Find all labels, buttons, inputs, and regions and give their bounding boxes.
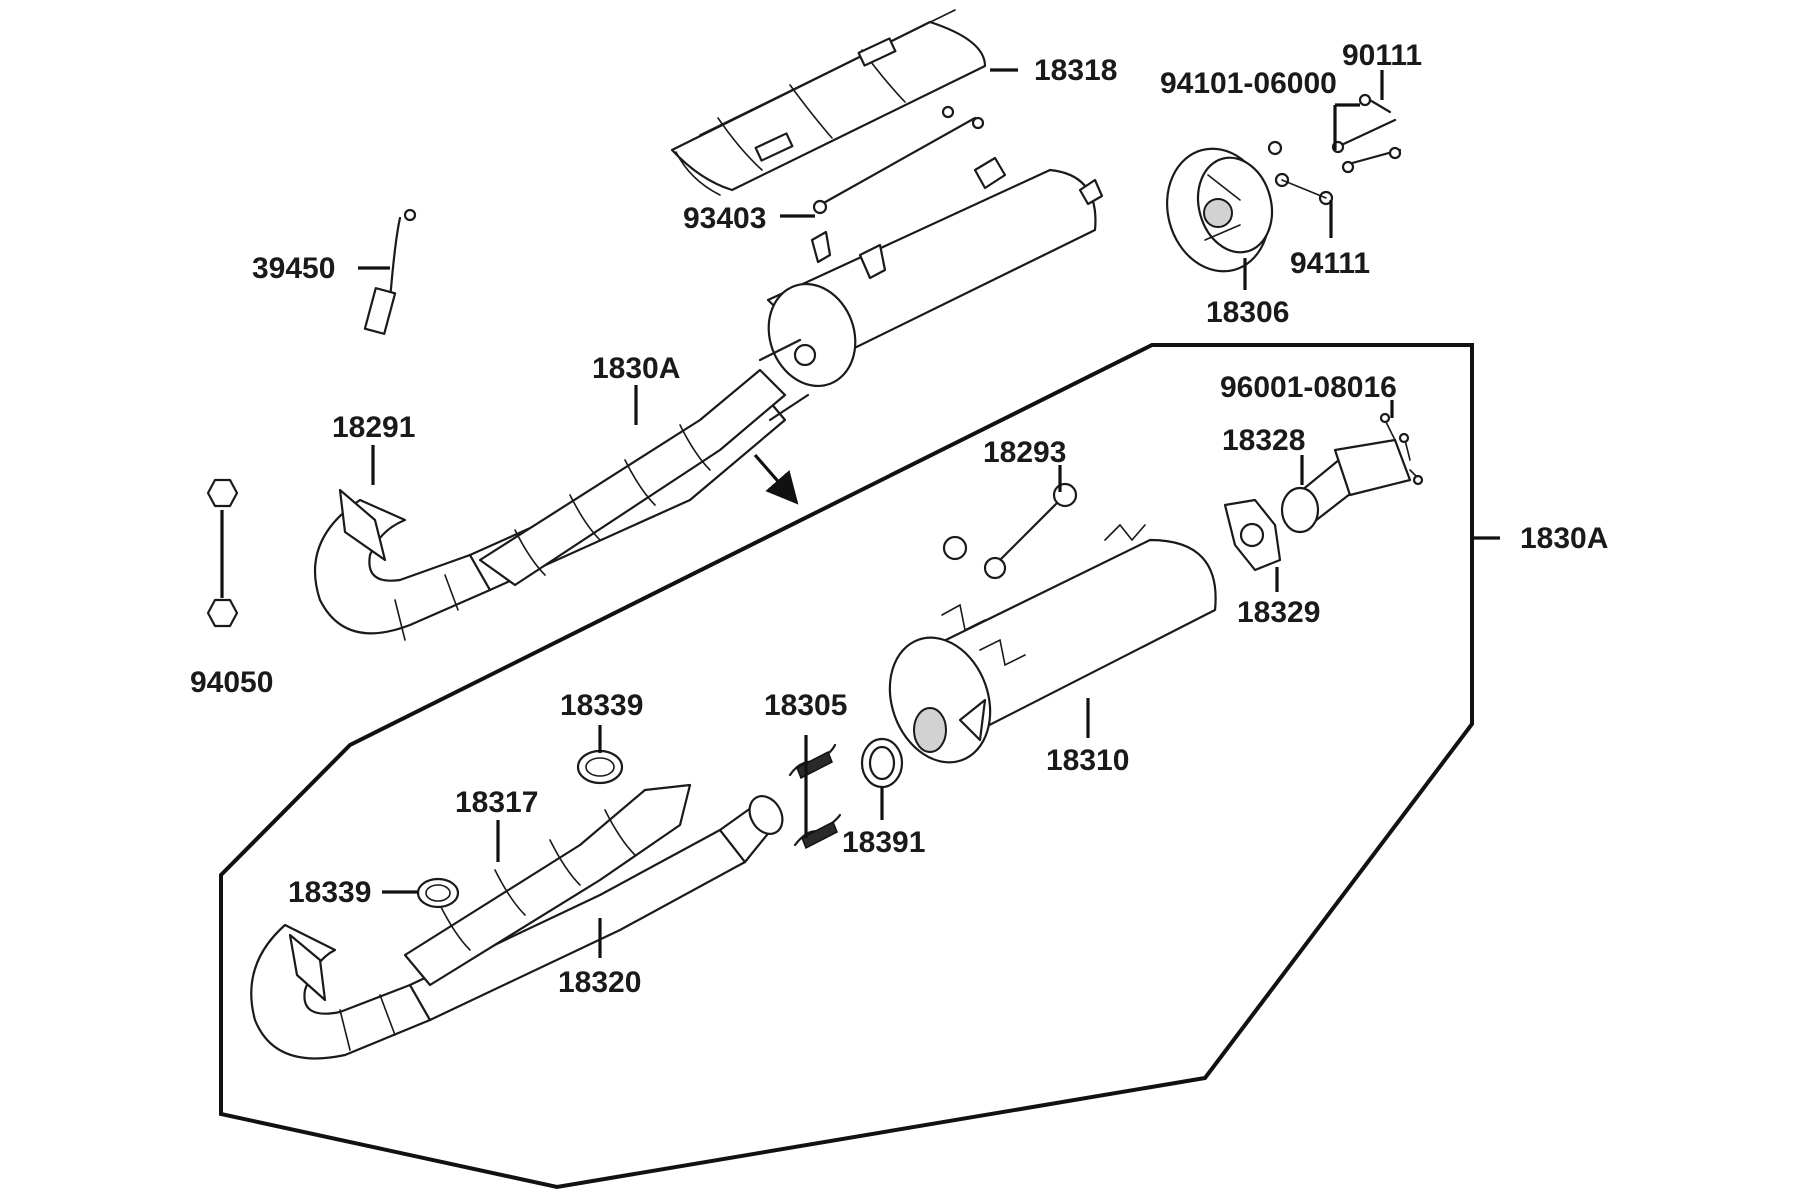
label-18328: 18328 (1222, 424, 1305, 457)
label-94101-06000: 94101-06000 (1160, 67, 1337, 100)
assembly-1830A-outline (219, 343, 1474, 1190)
label-18339-top: 18339 (560, 689, 643, 722)
flange-18328 (1280, 438, 1412, 534)
label-18318: 18318 (1034, 54, 1117, 87)
clamp-93403 (812, 105, 985, 215)
label-94111: 94111 (1290, 247, 1370, 280)
bolts-90111 (1331, 93, 1402, 174)
label-18317: 18317 (455, 786, 538, 819)
label-18293: 18293 (983, 436, 1066, 469)
springs-18305 (788, 735, 842, 850)
clamp-18339-left (416, 877, 460, 909)
label-18329: 18329 (1237, 596, 1320, 629)
label-39450: 39450 (252, 252, 335, 285)
oxygen-sensor-39450 (363, 208, 417, 335)
label-18320: 18320 (558, 966, 641, 999)
label-93403: 93403 (683, 202, 766, 235)
label-18306: 18306 (1206, 296, 1289, 329)
header-pipe-18320 (250, 795, 784, 1060)
heat-guard-18317 (403, 783, 692, 987)
nuts-94050 (206, 478, 239, 628)
washers-94111 (1267, 140, 1334, 206)
label-96001-08016: 96001-08016 (1220, 371, 1397, 404)
clamp-18339-top (576, 749, 624, 785)
gasket-ring-18391 (860, 737, 904, 789)
label-18391: 18391 (842, 826, 925, 859)
muffler-assembled (766, 156, 1104, 388)
stay-18293 (942, 482, 1078, 580)
bolts-96001-08016 (1379, 412, 1424, 486)
muffler-18310 (888, 523, 1217, 764)
leader-lines (358, 68, 1500, 958)
label-90111: 90111 (1342, 39, 1422, 72)
label-18310: 18310 (1046, 744, 1129, 777)
label-1830A-top: 1830A (592, 352, 680, 385)
label-18291: 18291 (332, 411, 415, 444)
end-cap-18306 (1166, 147, 1274, 273)
heat-shield-18318 (670, 9, 987, 196)
label-18305: 18305 (764, 689, 847, 722)
joint-springs-top (758, 338, 817, 422)
label-18339-left: 18339 (288, 876, 371, 909)
gasket-18329 (1223, 498, 1282, 572)
label-1830A-right: 1830A (1520, 522, 1608, 555)
label-94050: 94050 (190, 666, 273, 699)
explode-arrow (753, 453, 799, 505)
header-heat-guard (478, 368, 787, 587)
